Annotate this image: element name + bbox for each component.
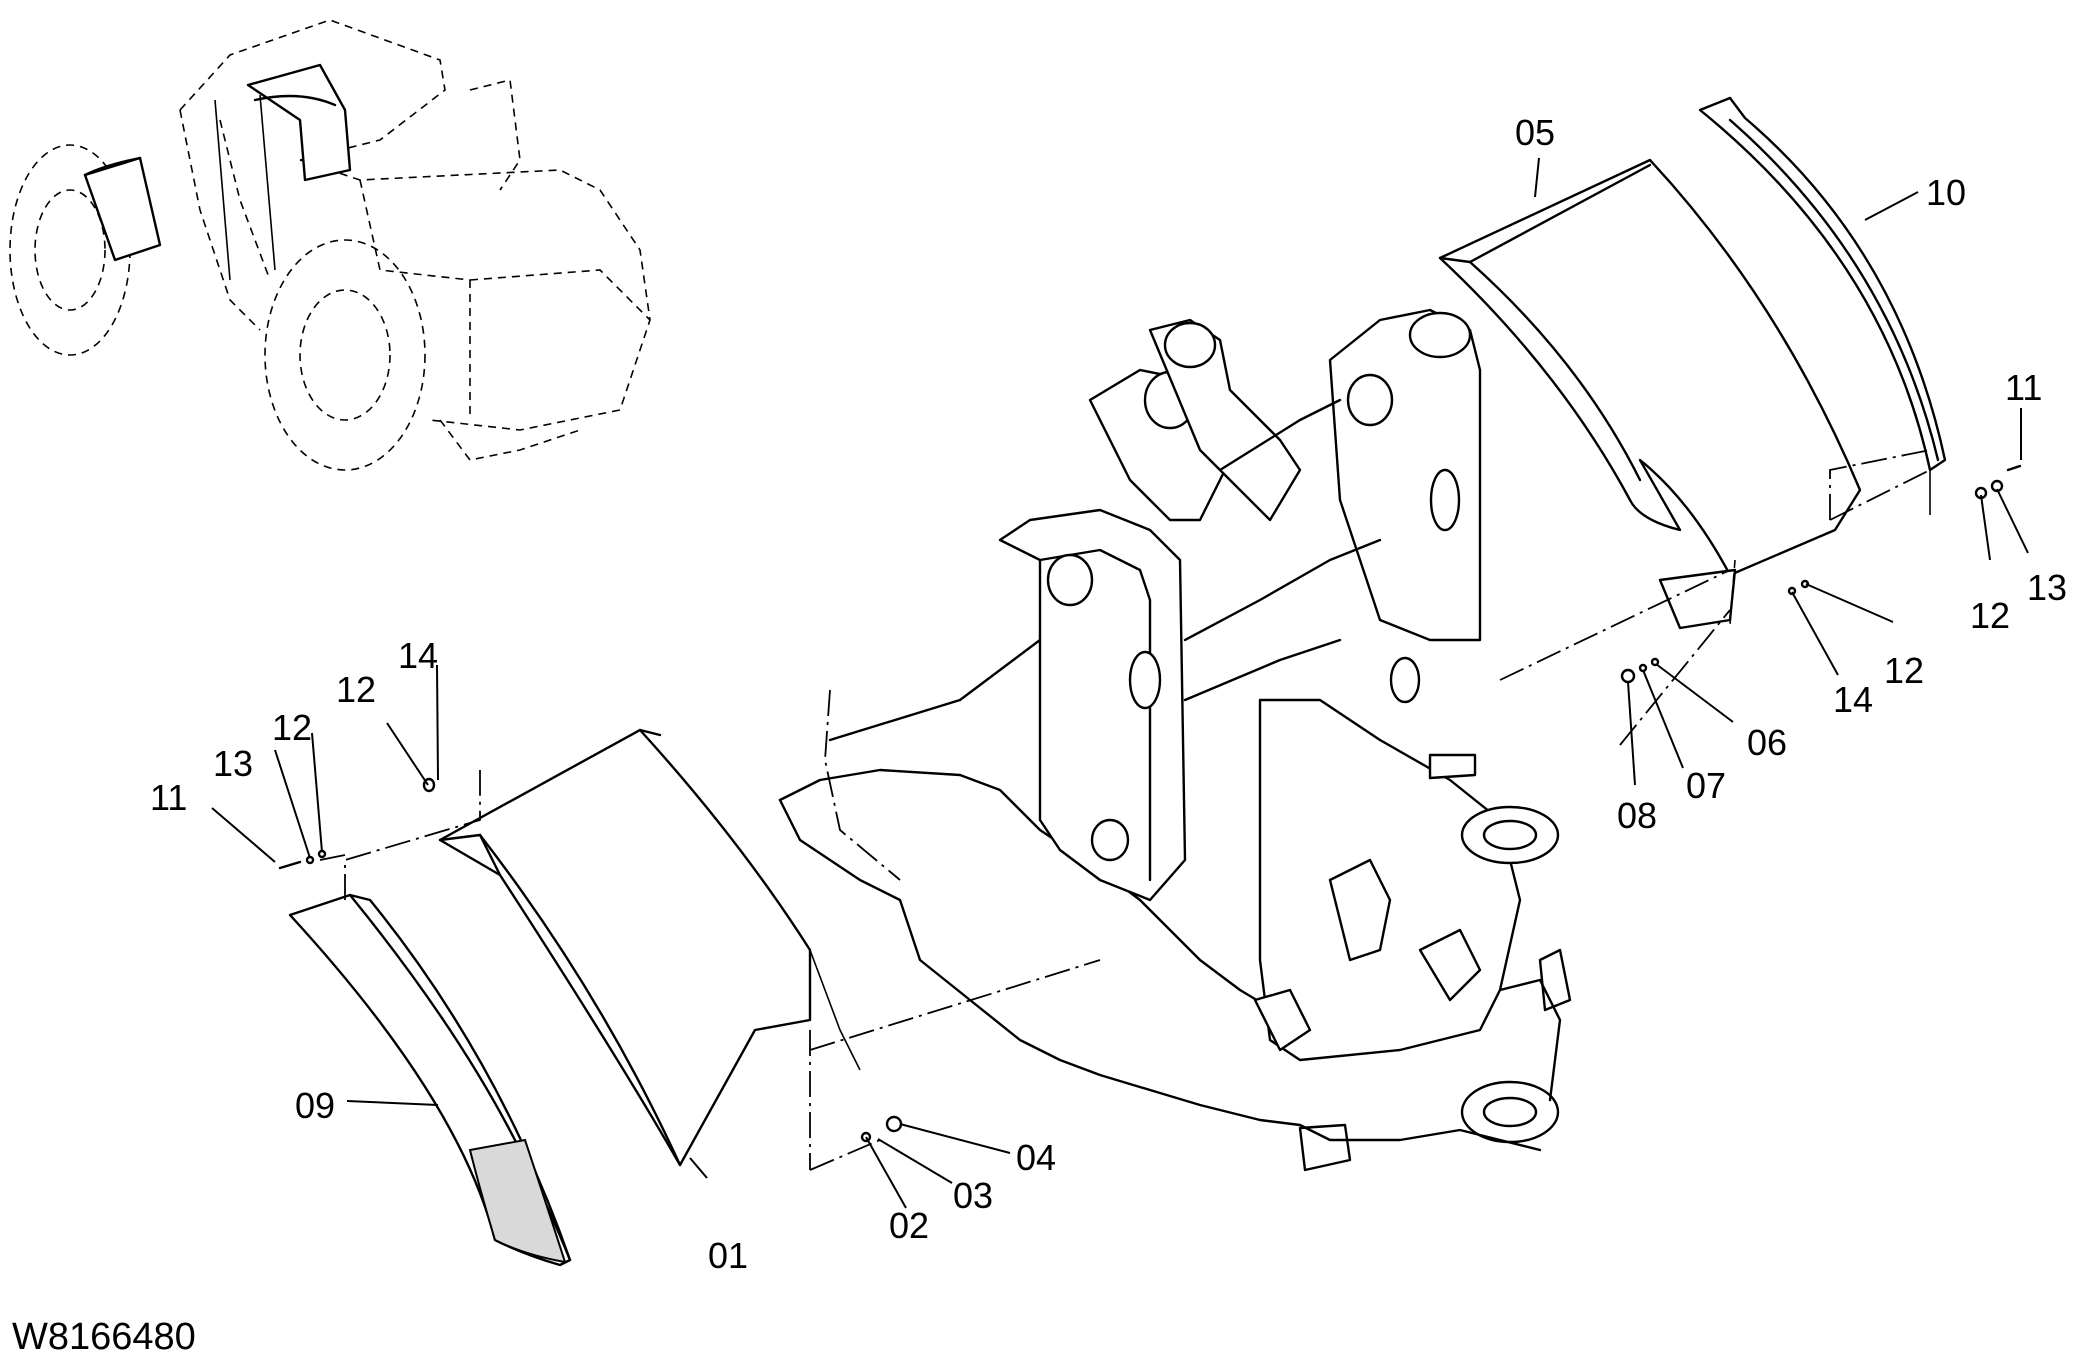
callout-08: 08 (1617, 795, 1657, 836)
callout-12-right-b: 12 (1970, 595, 2010, 636)
callout-01: 01 (708, 1235, 748, 1276)
part-01-fender (438, 728, 861, 1167)
callout-12-left-b: 12 (336, 669, 376, 710)
callout-06: 06 (1747, 722, 1787, 763)
part-05-fender (1438, 158, 1862, 630)
callout-05: 05 (1515, 112, 1555, 153)
callout-07: 07 (1686, 765, 1726, 806)
callout-14-left: 14 (398, 635, 438, 676)
callout-10: 10 (1926, 172, 1966, 213)
callout-13-left: 13 (213, 743, 253, 784)
part-10-strip (1698, 96, 1947, 515)
callout-09: 09 (295, 1085, 335, 1126)
callout-12-left-a: 12 (272, 707, 312, 748)
callout-03: 03 (953, 1175, 993, 1216)
callouts: 01 02 03 04 05 06 07 08 09 10 11 11 12 1… (150, 112, 2067, 1276)
callout-11-left: 11 (150, 777, 187, 818)
callout-11-right: 11 (2005, 367, 2042, 408)
callout-12-right-a: 12 (1884, 650, 1924, 691)
callout-02: 02 (889, 1205, 929, 1246)
callout-14-right: 14 (1833, 679, 1873, 720)
assembly-lines-left (319, 770, 1101, 1171)
callout-13-right: 13 (2027, 567, 2067, 608)
leader-lines (211, 157, 2029, 1209)
part-09-mudguard (288, 893, 572, 1267)
loader-frame (778, 308, 1572, 1172)
callout-04: 04 (1016, 1137, 1056, 1178)
machine-overview (9, 19, 651, 471)
drawing-id: W8166480 (12, 1316, 196, 1358)
